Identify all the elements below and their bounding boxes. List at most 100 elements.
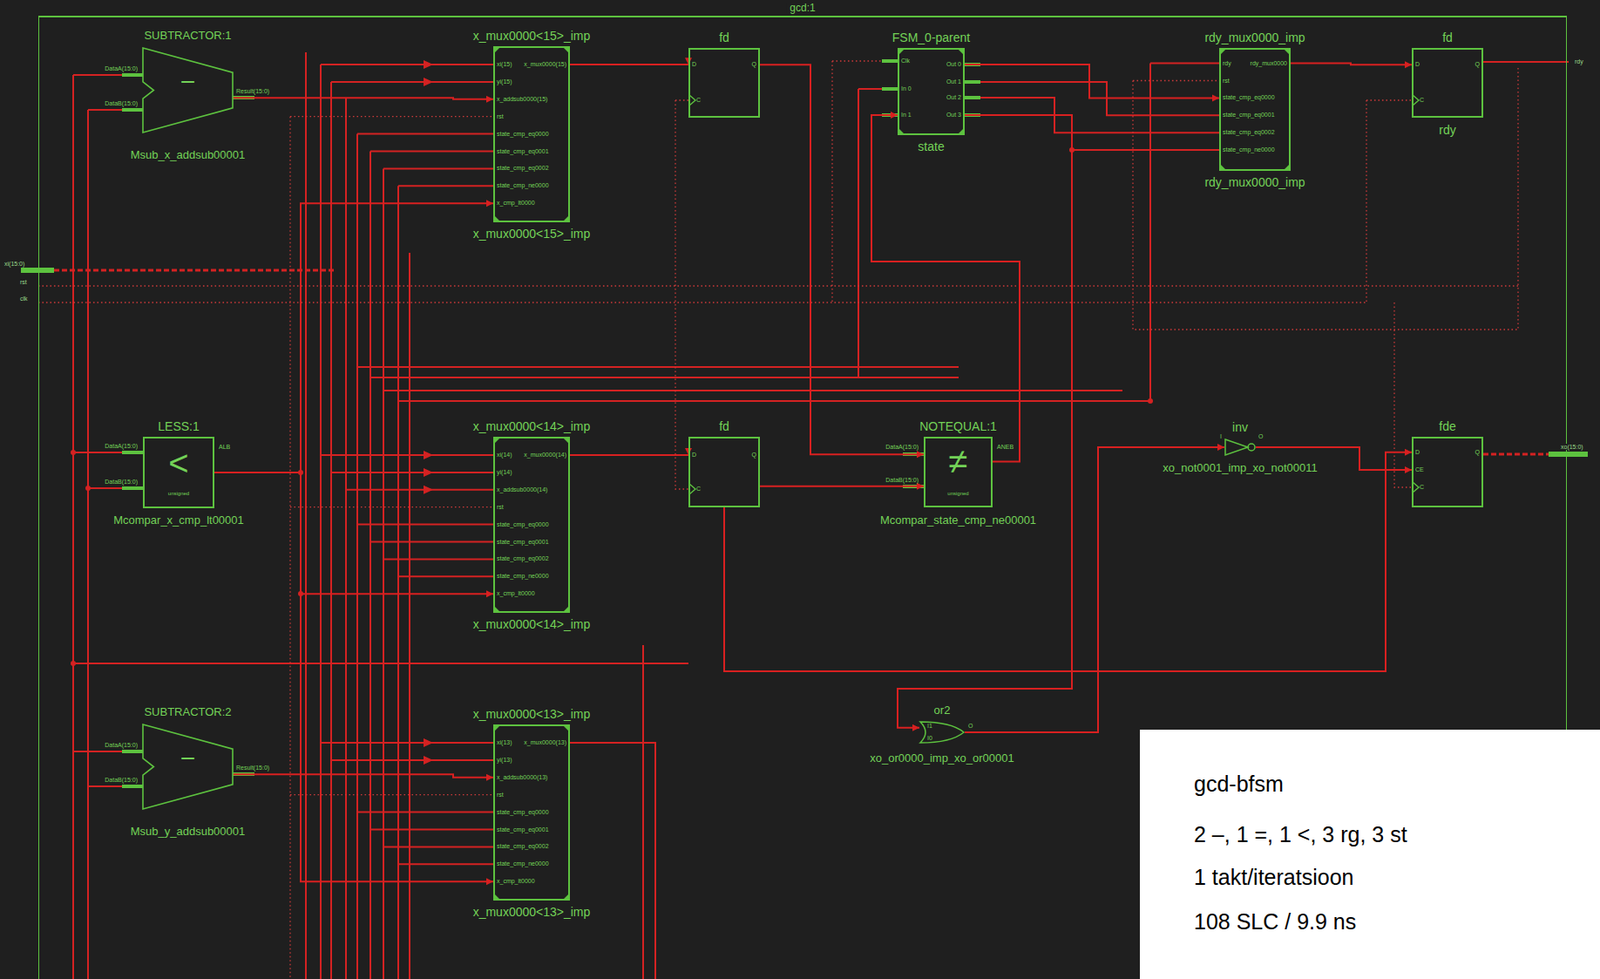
pin-label: state_cmp_eq0002 (496, 555, 550, 562)
pin-label: state_cmp_eq0000 (496, 130, 550, 137)
pin-label: yi(15) (496, 78, 513, 85)
pin-label: x_mux0000(15) (523, 61, 567, 68)
pin-label: x_cmp_lt0000 (496, 199, 536, 206)
pin-label: yi(14) (496, 468, 513, 475)
pin-label: state_cmp_eq0001 (496, 826, 550, 833)
block-label: Mcompar_state_cmp_ne00001 (880, 514, 1037, 526)
wire-connector (214, 472, 494, 882)
subtractor-symbol: SUBTRACTOR:2−Msub_y_addsub00001DataA(15:… (142, 724, 233, 809)
pin-label: D (1415, 448, 1420, 455)
pin-label: xi(14) (496, 451, 513, 458)
pin-label: DataA(15:0) (104, 65, 138, 72)
pin-label: Q (752, 451, 757, 458)
info-panel: gcd-bfsm2 –, 1 =, 1 <, 3 rg, 3 st1 takt/… (1139, 729, 1600, 979)
pin-label: C (1419, 483, 1424, 490)
or-gate: or2xo_or0000_imp_xo_or00001I1I0O (919, 720, 965, 744)
mux-block: rdy_mux0000_imprdy_mux0000_imprdyrststat… (1219, 47, 1291, 171)
pin-label: Out 0 (946, 61, 962, 68)
block-label: x_mux0000<13>_imp (473, 905, 591, 918)
wire-connector (1290, 63, 1412, 66)
port-label: rst (19, 278, 28, 285)
block-label: fd (1442, 31, 1453, 44)
flip-flop-outline (688, 436, 760, 508)
block-label: x_mux0000<15>_imp (473, 227, 591, 240)
pin-label: O (968, 722, 973, 729)
or-gate-outline (919, 720, 965, 744)
pin-label: state_cmp_eq0001 (1222, 111, 1275, 118)
pin-label: state_cmp_eq0000 (1222, 94, 1275, 101)
flip-flop-outline (688, 47, 760, 118)
pin-label: In 0 (901, 85, 912, 92)
pin-label: I1 (927, 722, 933, 729)
subtractor-symbol: SUBTRACTOR:1−Msub_x_addsub00001DataA(15:… (142, 47, 233, 133)
mux-block: x_mux0000<15>_impx_mux0000<15>_impxi(15)… (493, 46, 570, 223)
block-label: xo_or0000_imp_xo_or00001 (869, 752, 1015, 764)
block-label: Mcompar_x_cmp_lt00001 (113, 514, 245, 526)
pin-label: state_cmp_eq0002 (1222, 128, 1275, 136)
block-label: 2 –, 1 =, 1 <, 3 rg, 3 st (1193, 823, 1408, 846)
wire-connector (964, 64, 1220, 98)
pin-label: DataA(15:0) (885, 443, 919, 450)
pin-label: rst (496, 791, 504, 798)
pin-label: x_mux0000(14) (523, 451, 567, 458)
pin-label: rdy_mux0000 (1250, 60, 1288, 67)
block-label: SUBTRACTOR:1 (143, 29, 231, 41)
pin-label: state_cmp_eq0002 (496, 164, 550, 171)
pin-label: unsigned (947, 490, 969, 496)
block-label: ≠ (949, 443, 969, 479)
pin-label: CE (1415, 466, 1424, 473)
block-label: NOTEQUAL:1 (919, 420, 997, 433)
pin-label: ALB (218, 443, 231, 450)
pin-label: I0 (927, 734, 933, 741)
wire-connector (214, 472, 494, 594)
pin-label: D (691, 451, 697, 458)
port-label: xi(15:0) (3, 260, 26, 267)
pin-label: Out 2 (946, 94, 962, 101)
block-label: x_mux0000<15>_imp (473, 29, 591, 42)
block-label: rdy_mux0000_imp (1204, 31, 1305, 44)
pin-label: Q (1475, 61, 1480, 68)
block-label: Msub_x_addsub00001 (130, 149, 246, 161)
pin-label: x_addsub0000(14) (496, 486, 548, 493)
pin-label: Q (752, 61, 757, 68)
mux-block: x_mux0000<13>_impx_mux0000<13>_impxi(13)… (493, 724, 570, 901)
pin-label: state_cmp_ne0000 (496, 572, 550, 579)
pin-label: x_cmp_lt0000 (496, 877, 536, 884)
wire-connector (759, 485, 924, 488)
pin-label: Result(15:0) (236, 88, 270, 95)
pin-label: x_addsub0000(15) (496, 95, 548, 102)
block-label: SUBTRACTOR:2 (143, 705, 231, 718)
pin-label: rst (496, 503, 504, 510)
block-label: rdy (1438, 123, 1456, 136)
pin-label: DataB(15:0) (885, 476, 919, 483)
pin-label: yi(13) (496, 756, 513, 763)
pin-label: DataA(15:0) (104, 741, 138, 748)
block-label: LESS:1 (157, 420, 199, 433)
pin-label: D (1415, 61, 1420, 68)
wire-connector (724, 452, 1412, 672)
pin-label: state_cmp_ne0000 (1222, 146, 1275, 153)
block-label: x_mux0000<13>_imp (473, 707, 591, 720)
pin-label: O (1258, 433, 1263, 440)
block-label: inv (1232, 420, 1248, 434)
block-label: gcd:1 (786, 2, 819, 14)
wire-connector (897, 115, 1072, 728)
block-label: − (180, 68, 197, 95)
pin-label: rst (496, 113, 504, 120)
pin-label: Out 1 (946, 78, 962, 85)
pin-label: x_mux0000(13) (523, 738, 567, 746)
flip-flop: fdDCQ (688, 47, 760, 118)
pin-label: state_cmp_eq0001 (496, 148, 550, 155)
pin-label: Clk (901, 57, 910, 64)
pin-label: DataB(15:0) (104, 100, 138, 107)
pin-label: Result(15:0) (236, 764, 270, 771)
comparator-block: LESS:1<unsignedMcompar_x_cmp_lt00001Data… (142, 436, 215, 509)
pin-label: DataA(15:0) (104, 442, 138, 449)
port-label: clk (19, 295, 29, 302)
pin-label: C (696, 485, 701, 492)
pin-label: rst (1222, 77, 1230, 84)
block-label: < (168, 445, 189, 481)
pin-label: xi(15) (496, 61, 513, 68)
block-label: x_mux0000<14>_imp (473, 420, 591, 433)
pin-label: DataB(15:0) (104, 776, 138, 783)
